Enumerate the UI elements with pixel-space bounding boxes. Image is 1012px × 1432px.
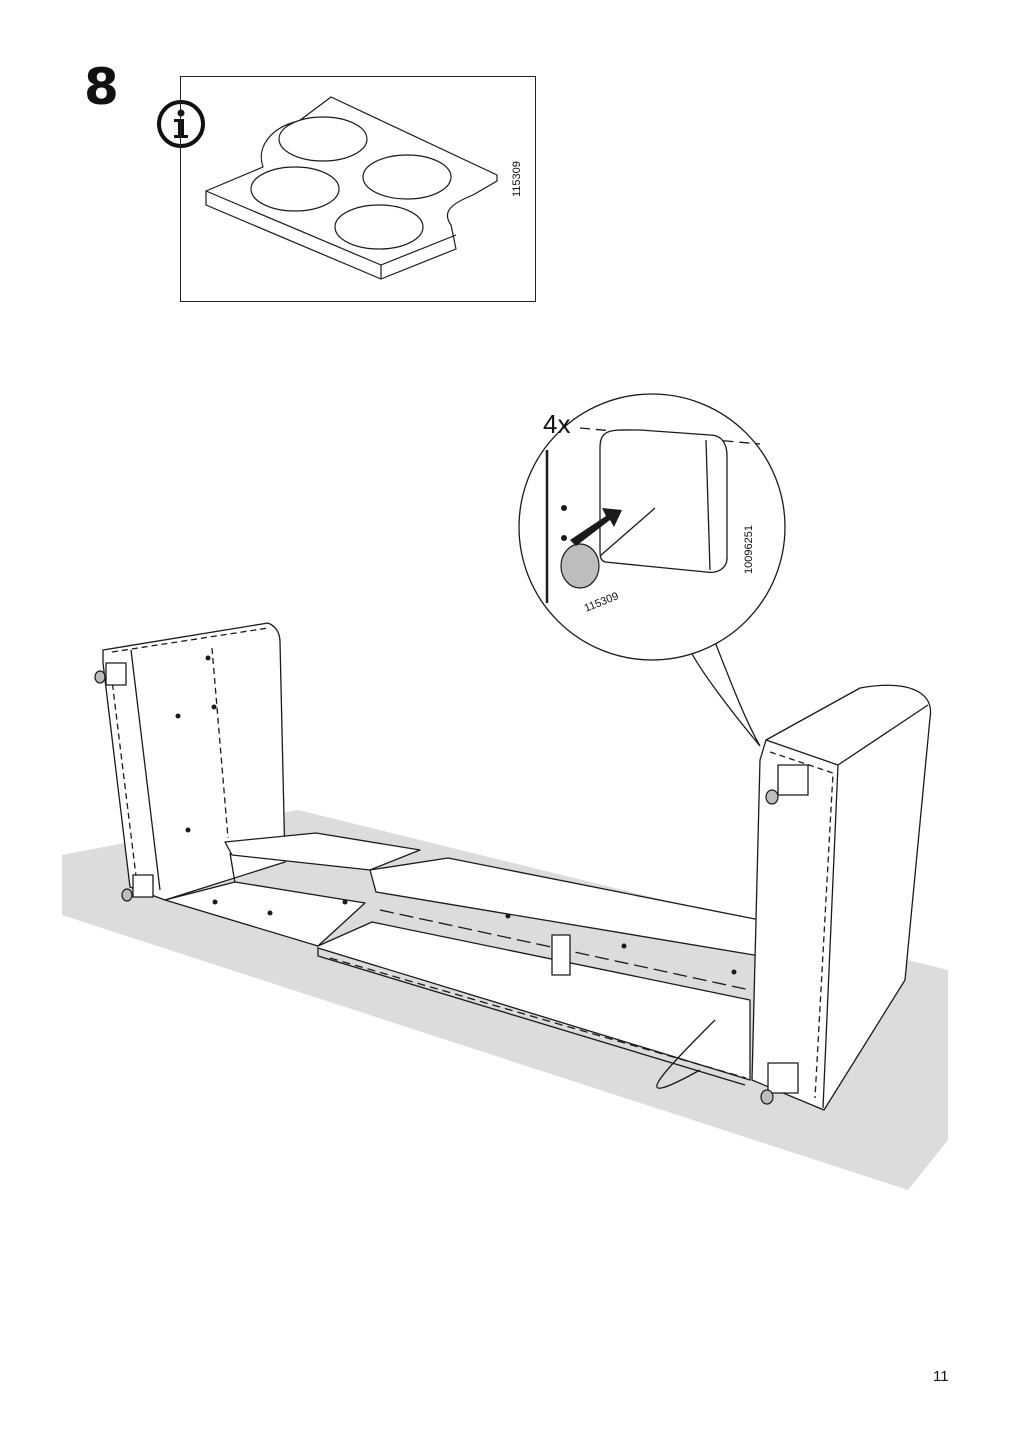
seat-left <box>224 832 421 871</box>
detail-block-code: 10096251 <box>743 525 755 574</box>
page-number: 11 <box>933 1368 949 1385</box>
felt-pad-sheet-illustration <box>205 96 498 280</box>
info-panel: 115309 <box>180 76 536 302</box>
info-icon <box>157 100 205 148</box>
step-number: 8 <box>84 58 119 116</box>
push-arrow-icon <box>570 508 622 546</box>
felt-glide-detail <box>560 543 600 589</box>
part-code-label: 115309 <box>511 161 523 197</box>
sofa-frame-illustration: 115309 10096251 <box>62 393 948 1190</box>
quantity-label: 4x <box>543 409 571 439</box>
left-armrest <box>102 622 286 901</box>
